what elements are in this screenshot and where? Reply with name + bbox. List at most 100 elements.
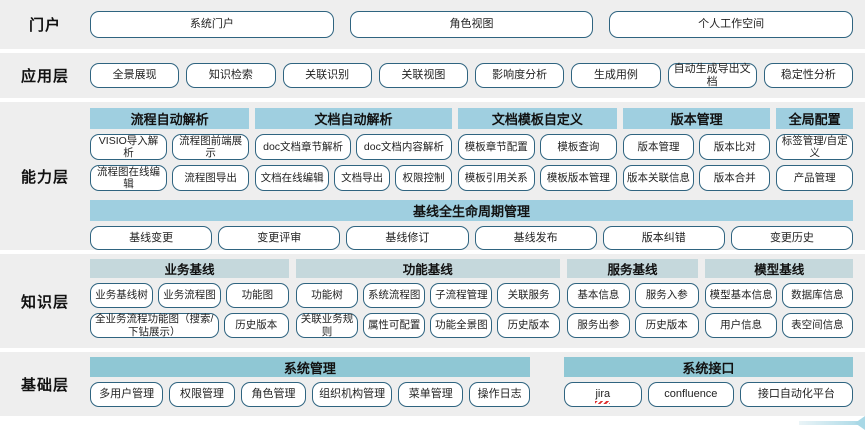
cap-2-0-0[interactable]: 模板章节配置 xyxy=(457,134,535,160)
cap-0-0-0[interactable]: VISIO导入解析 xyxy=(90,134,168,160)
capability-column-head-1: 文档自动解析 xyxy=(255,108,452,129)
capability-row-3-1: 版本关联信息 版本合并 xyxy=(622,165,771,191)
know-3-0-1[interactable]: 数据库信息 xyxy=(781,283,853,308)
baseline-item-2[interactable]: 基线修订 xyxy=(346,226,469,250)
know-0-0-1[interactable]: 业务流程图 xyxy=(157,283,221,308)
know-1-0-1[interactable]: 系统流程图 xyxy=(363,283,426,308)
know-1-0-2[interactable]: 子流程管理 xyxy=(430,283,493,308)
knowledge-row-3-1: 用户信息 表空间信息 xyxy=(705,313,853,338)
portal-row: 系统门户 角色视图 个人工作空间 xyxy=(90,11,854,38)
know-0-0-0[interactable]: 业务基线树 xyxy=(90,283,153,308)
base-0-2[interactable]: 角色管理 xyxy=(240,382,307,407)
base-1-2[interactable]: 接口自动化平台 xyxy=(739,382,853,407)
cap-3-1-0[interactable]: 版本关联信息 xyxy=(622,165,695,191)
know-1-1-1[interactable]: 属性可配置 xyxy=(363,313,426,338)
cap-0-1-0[interactable]: 流程图在线编辑 xyxy=(90,165,168,191)
capability-row-2-1: 模板引用关系 模板版本管理 xyxy=(457,165,617,191)
application-item-6[interactable]: 自动生成导出文档 xyxy=(667,63,757,88)
know-2-1-1[interactable]: 历史版本 xyxy=(635,313,699,338)
cap-1-1-2[interactable]: 权限控制 xyxy=(395,165,452,191)
know-1-0-0[interactable]: 功能树 xyxy=(295,283,359,308)
cap-2-1-1[interactable]: 模板版本管理 xyxy=(539,165,617,191)
portal-item-2[interactable]: 个人工作空间 xyxy=(609,11,854,38)
application-row: 全景展现 知识检索 关联识别 关联视图 影响度分析 生成用例 自动生成导出文档 … xyxy=(90,63,853,88)
capability-column-head-4: 全局配置 xyxy=(776,108,854,129)
application-item-0[interactable]: 全景展现 xyxy=(90,63,180,88)
know-0-0-2[interactable]: 功能图 xyxy=(225,283,289,308)
capability-column-global-config: 全局配置 标签管理/自定义 产品管理 xyxy=(776,108,854,191)
layer-body-application: 全景展现 知识检索 关联识别 关联视图 影响度分析 生成用例 自动生成导出文档 … xyxy=(90,63,865,88)
know-1-1-0[interactable]: 关联业务规则 xyxy=(295,313,359,338)
capability-row-1-0: doc文档章节解析 doc文档内容解析 xyxy=(255,134,452,160)
base-1-1[interactable]: confluence xyxy=(647,382,734,407)
cap-2-0-1[interactable]: 模板查询 xyxy=(539,134,617,160)
baseline-item-5[interactable]: 变更历史 xyxy=(730,226,854,250)
cap-1-0-1[interactable]: doc文档内容解析 xyxy=(355,134,452,160)
cap-1-1-1[interactable]: 文档导出 xyxy=(333,165,391,191)
portal-item-1[interactable]: 角色视图 xyxy=(349,11,594,38)
cap-4-0-0[interactable]: 标签管理/自定义 xyxy=(776,134,854,160)
cap-4-1-0[interactable]: 产品管理 xyxy=(776,165,854,191)
cap-3-0-0[interactable]: 版本管理 xyxy=(622,134,695,160)
cap-0-0-1[interactable]: 流程图前端展示 xyxy=(172,134,250,160)
capability-row-0-1: 流程图在线编辑 流程图导出 xyxy=(90,165,250,191)
application-item-3[interactable]: 关联视图 xyxy=(378,63,468,88)
knowledge-column-head-3: 模型基线 xyxy=(705,259,853,278)
capability-column-doc-template: 文档模板自定义 模板章节配置 模板查询 模板引用关系 模板版本管理 xyxy=(457,108,617,191)
application-item-4[interactable]: 影响度分析 xyxy=(475,63,565,88)
portal-item-0[interactable]: 系统门户 xyxy=(90,11,334,38)
know-1-1-2[interactable]: 功能全景图 xyxy=(430,313,493,338)
base-0-0[interactable]: 多用户管理 xyxy=(90,382,164,407)
know-3-0-0[interactable]: 模型基本信息 xyxy=(705,283,777,308)
connector-arrow-tail xyxy=(799,421,865,425)
knowledge-row-1-0: 功能树 系统流程图 子流程管理 关联服务 xyxy=(295,283,560,308)
cap-2-1-0[interactable]: 模板引用关系 xyxy=(457,165,535,191)
base-1-0[interactable]: jira xyxy=(563,382,642,407)
baseline-item-4[interactable]: 版本纠错 xyxy=(602,226,725,250)
cap-0-1-1[interactable]: 流程图导出 xyxy=(172,165,250,191)
knowledge-row-0-0: 业务基线树 业务流程图 功能图 xyxy=(90,283,289,308)
foundation-column-head-1: 系统接口 xyxy=(563,357,853,377)
base-0-3[interactable]: 组织机构管理 xyxy=(312,382,393,407)
cap-1-0-0[interactable]: doc文档章节解析 xyxy=(255,134,351,160)
know-2-0-1[interactable]: 服务入参 xyxy=(635,283,699,308)
application-item-2[interactable]: 关联识别 xyxy=(282,63,372,88)
capability-row-4-1: 产品管理 xyxy=(776,165,854,191)
know-1-1-3[interactable]: 历史版本 xyxy=(497,313,560,338)
capability-column-version: 版本管理 版本管理 版本比对 版本关联信息 版本合并 xyxy=(622,108,771,191)
foundation-column-system-interface: 系统接口 jira confluence 接口自动化平台 xyxy=(563,357,853,407)
cap-1-1-0[interactable]: 文档在线编辑 xyxy=(255,165,329,191)
baseline-item-1[interactable]: 变更评审 xyxy=(218,226,341,250)
jira-label: jira xyxy=(595,388,611,404)
base-0-5[interactable]: 操作日志 xyxy=(469,382,530,407)
cap-3-1-1[interactable]: 版本合并 xyxy=(699,165,771,191)
know-3-1-1[interactable]: 表空间信息 xyxy=(781,313,853,338)
capability-row-1-1: 文档在线编辑 文档导出 权限控制 xyxy=(255,165,452,191)
application-item-1[interactable]: 知识检索 xyxy=(186,63,276,88)
know-2-0-0[interactable]: 基本信息 xyxy=(566,283,631,308)
baseline-item-3[interactable]: 基线发布 xyxy=(474,226,597,250)
foundation-row-1: jira confluence 接口自动化平台 xyxy=(563,382,853,407)
cap-3-0-1[interactable]: 版本比对 xyxy=(699,134,771,160)
layer-label-foundation: 基础层 xyxy=(20,376,69,394)
application-item-5[interactable]: 生成用例 xyxy=(571,63,661,88)
knowledge-column-head-0: 业务基线 xyxy=(90,259,289,278)
capability-row-4-0: 标签管理/自定义 xyxy=(776,134,854,160)
capability-column-doc-parse: 文档自动解析 doc文档章节解析 doc文档内容解析 文档在线编辑 文档导出 权… xyxy=(255,108,452,191)
foundation-row-0: 多用户管理 权限管理 角色管理 组织机构管理 菜单管理 操作日志 xyxy=(90,382,530,407)
knowledge-row-3-0: 模型基本信息 数据库信息 xyxy=(705,283,853,308)
layer-knowledge: 知识层 业务基线 业务基线树 业务流程图 功能图 全业务流程功能图（搜索/下钻展… xyxy=(0,254,865,348)
know-3-1-0[interactable]: 用户信息 xyxy=(705,313,777,338)
know-0-1-0[interactable]: 全业务流程功能图（搜索/下钻展示） xyxy=(90,313,219,338)
know-1-0-3[interactable]: 关联服务 xyxy=(497,283,560,308)
knowledge-column-head-2: 服务基线 xyxy=(566,259,699,278)
knowledge-column-function: 功能基线 功能树 系统流程图 子流程管理 关联服务 关联业务规则 属性可配置 功… xyxy=(295,259,560,338)
base-0-4[interactable]: 菜单管理 xyxy=(398,382,464,407)
application-item-7[interactable]: 稳定性分析 xyxy=(763,63,853,88)
foundation-column-system-management: 系统管理 多用户管理 权限管理 角色管理 组织机构管理 菜单管理 操作日志 xyxy=(90,357,530,407)
base-0-1[interactable]: 权限管理 xyxy=(169,382,235,407)
know-0-1-1[interactable]: 历史版本 xyxy=(223,313,289,338)
baseline-item-0[interactable]: 基线变更 xyxy=(90,226,213,250)
know-2-1-0[interactable]: 服务出参 xyxy=(566,313,631,338)
